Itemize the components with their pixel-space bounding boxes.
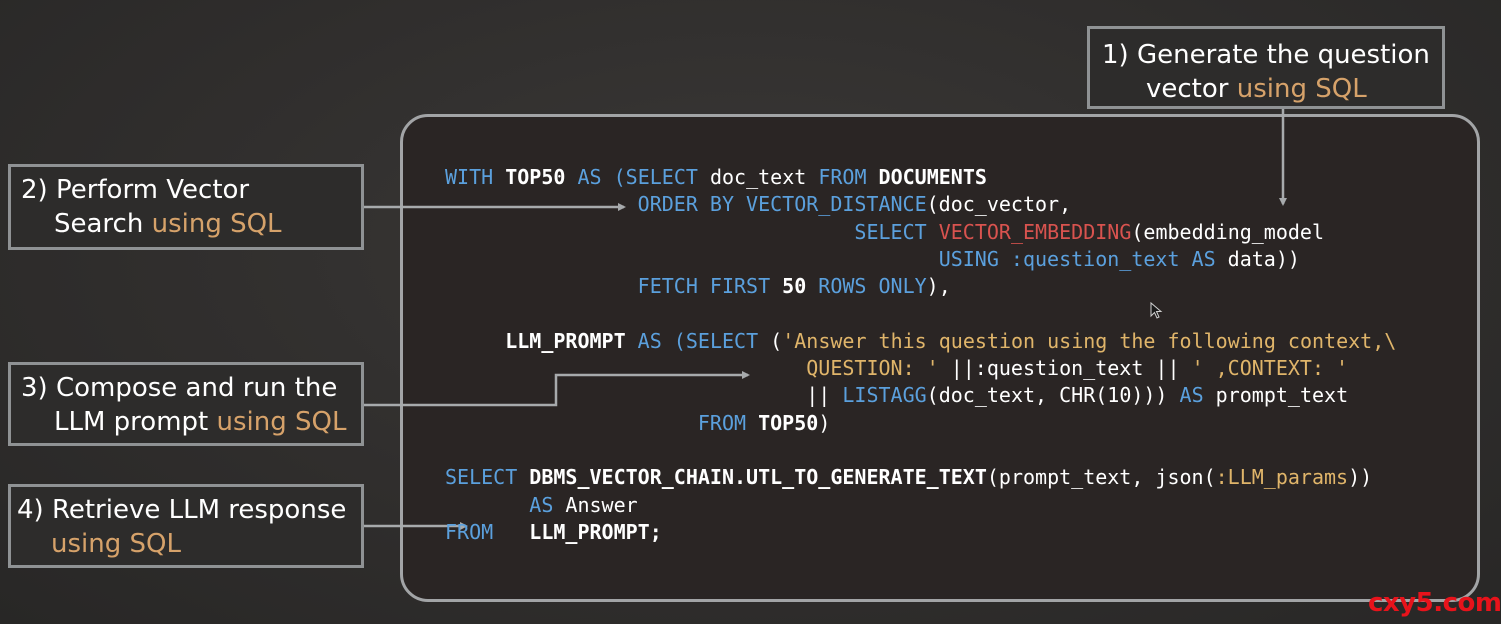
callout-step3-line1: 3) Compose and run the — [21, 373, 338, 403]
code-line-9: FROM TOP50) — [697, 410, 831, 435]
callout-step4-line1: 4) Retrieve LLM response — [17, 495, 347, 525]
code-panel — [400, 114, 1480, 602]
code-line-5: FETCH FIRST 50 ROWS ONLY), — [637, 274, 951, 299]
code-line-11: AS Answer — [529, 492, 638, 517]
callout-step1-text: vector — [1146, 74, 1237, 104]
code-line-4: USING :question_text AS data)) — [938, 246, 1300, 271]
callout-step2-text: Search — [54, 209, 152, 239]
mouse-cursor-icon — [1150, 301, 1163, 319]
code-line-1: WITH TOP50 AS (SELECT doc_text FROM DOCU… — [445, 165, 987, 189]
callout-step3: 3) Compose and run the LLM prompt using … — [8, 362, 364, 446]
code-line-6: LLM_PROMPT AS (SELECT ('Answer this ques… — [505, 328, 1397, 353]
arrow-step3 — [364, 371, 750, 407]
code-line-3: SELECT VECTOR_EMBEDDING(embedding_model — [854, 219, 1325, 244]
callout-step2: 2) Perform Vector Search using SQL — [8, 164, 364, 250]
callout-step2-line1: 2) Perform Vector — [21, 175, 250, 205]
watermark: cxy5.com — [1368, 588, 1501, 618]
callout-step4: 4) Retrieve LLM response using SQL — [8, 484, 364, 568]
code-line-2: ORDER BY VECTOR_DISTANCE(doc_vector, — [637, 192, 1072, 217]
code-line-10: SELECT DBMS_VECTOR_CHAIN.UTL_TO_GENERATE… — [445, 465, 1373, 490]
callout-step2-highlight: using SQL — [151, 209, 282, 239]
callout-step1-highlight: using SQL — [1236, 74, 1367, 104]
code-line-8: || LISTAGG(doc_text, CHR(10))) AS prompt… — [806, 383, 1349, 408]
code-line-12: FROM LLM_PROMPT; — [445, 519, 662, 544]
callout-step3-highlight: using SQL — [216, 407, 347, 437]
callout-step3-text: LLM prompt — [54, 407, 217, 437]
sql-code-block: WITH TOP50 AS (SELECT doc_text FROM DOCU… — [445, 164, 1396, 546]
callout-step1-line1: 1) Generate the question — [1102, 40, 1430, 70]
code-line-7: QUESTION: ' ||:question_text || ' ,CONTE… — [806, 356, 1349, 381]
callout-step4-highlight: using SQL — [51, 529, 181, 559]
callout-step1: 1) Generate the question vector using SQ… — [1087, 26, 1445, 109]
